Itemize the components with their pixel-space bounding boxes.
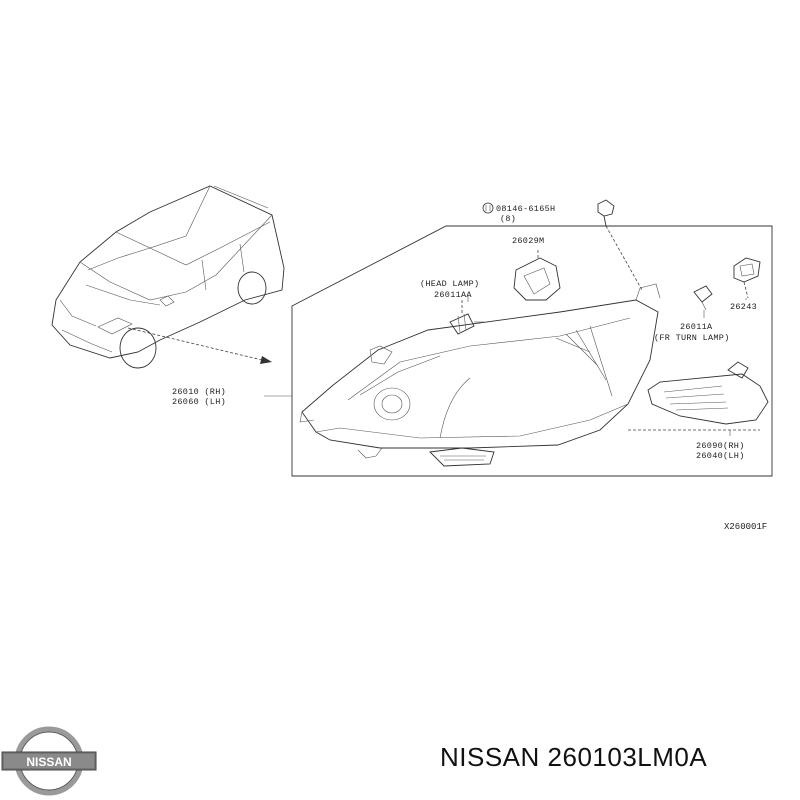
- leader-lines: [264, 296, 747, 436]
- label-26040: 26040(LH): [696, 451, 745, 461]
- caption-brand: NISSAN: [440, 742, 540, 772]
- label-26010: 26010 (RH): [172, 387, 226, 397]
- label-bolt: 08146-6165H: [496, 204, 555, 214]
- logo-text: NISSAN: [26, 755, 71, 769]
- label-26011aa: 26011AA: [434, 290, 472, 300]
- caption-part-number: 260103LM0A: [547, 742, 708, 772]
- label-26029m: 26029M: [512, 236, 544, 246]
- nissan-logo: NISSAN: [1, 726, 97, 796]
- label-head-lamp: (HEAD LAMP): [420, 279, 479, 289]
- label-26011a: 26011A: [680, 322, 713, 332]
- assembly-frame: [291, 225, 773, 477]
- turn-lamp-parts: [693, 257, 761, 311]
- side-turn-lamp: [628, 361, 769, 431]
- diagram-reference-code: X260001F: [724, 522, 768, 532]
- part-caption: NISSAN 260103LM0A: [440, 742, 707, 773]
- label-fr-turn-lamp: (FR TURN LAMP): [654, 333, 730, 343]
- head-lamp-bulb: [449, 300, 484, 335]
- socket-cap: [513, 250, 561, 301]
- label-bolt-qty: (8): [500, 214, 516, 224]
- pointer-arrow: [127, 327, 272, 364]
- van-illustration: [51, 185, 285, 369]
- bolt: [482, 199, 643, 291]
- label-26090: 26090(RH): [696, 441, 745, 451]
- headlamp-assembly: [299, 283, 661, 467]
- label-26243: 26243: [730, 302, 757, 312]
- label-26060: 26060 (LH): [172, 397, 226, 407]
